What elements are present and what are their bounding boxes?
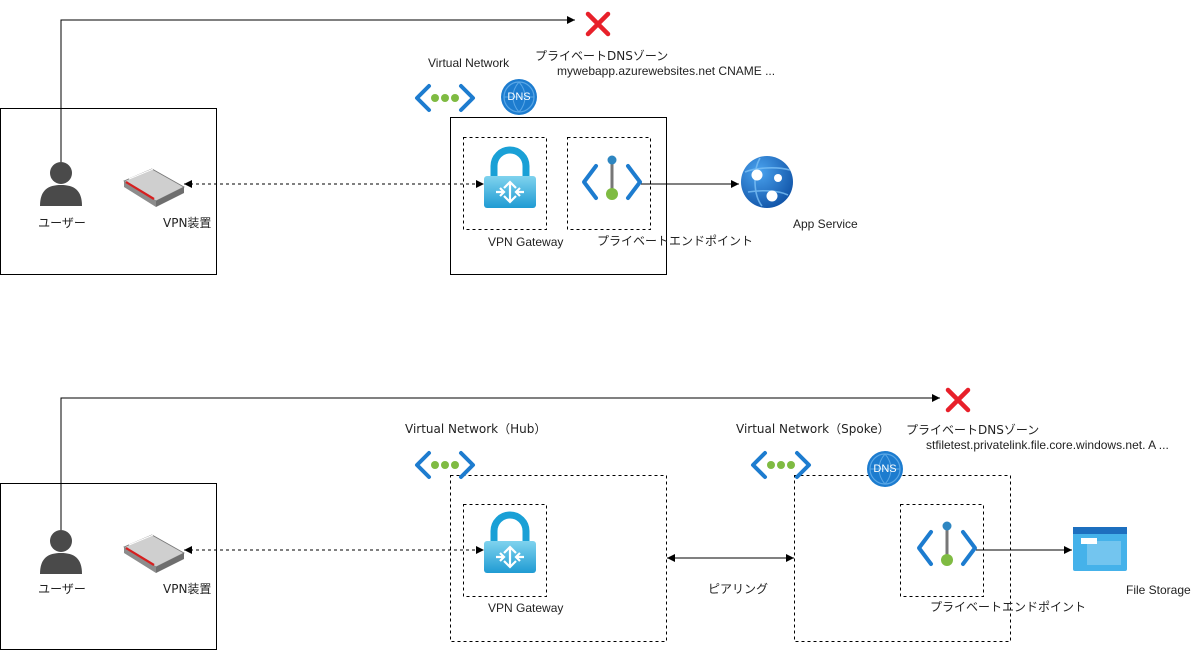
dns-zone-title: プライベートDNSゾーン	[906, 423, 1040, 437]
dns-zone-title: プライベートDNSゾーン	[535, 49, 669, 63]
private-endpoint-label: プライベートエンドポイント	[597, 234, 754, 248]
onprem-box-bottom	[0, 483, 217, 650]
onprem-box-top	[0, 108, 217, 275]
gateway-subnet-top	[463, 137, 547, 230]
virtual-network-icon	[415, 451, 475, 479]
virtual-network-icon	[751, 451, 811, 479]
router-icon	[122, 167, 186, 209]
user-icon	[40, 530, 82, 574]
dns-zone-record: mywebapp.azurewebsites.net CNAME ...	[557, 64, 776, 78]
file-storage-label: File Storage	[1126, 583, 1191, 597]
spoke-vnet-label: Virtual Network（Spoke）	[736, 422, 890, 436]
virtual-network-icon	[415, 84, 475, 112]
user-label: ユーザー	[38, 216, 86, 230]
user-icon	[40, 162, 82, 206]
private-endpoint-icon	[582, 153, 642, 202]
private-endpoint-icon	[917, 519, 977, 568]
vpn-gateway-lock-icon	[484, 515, 536, 573]
router-icon	[122, 533, 186, 575]
dns-query-path-top	[60, 16, 575, 162]
app-service-icon	[741, 156, 793, 208]
dns-zone-record: stfiletest.privatelink.file.core.windows…	[926, 438, 1169, 452]
private-endpoint-label: プライベートエンドポイント	[930, 600, 1087, 614]
vpn-device-label: VPN装置	[163, 216, 212, 230]
dns-badge-label: DNS	[507, 91, 531, 103]
file-storage-icon	[1073, 527, 1127, 571]
gateway-subnet-bottom	[463, 504, 547, 597]
cross-icon	[588, 14, 608, 34]
dns-badge-label: DNS	[873, 463, 897, 475]
vpn-gateway-lock-icon	[484, 150, 536, 208]
vpn-gateway-label: VPN Gateway	[488, 235, 564, 249]
dns-query-path-bottom	[60, 394, 940, 530]
vpn-gateway-label: VPN Gateway	[488, 601, 564, 615]
peering-label: ピアリング	[708, 582, 769, 596]
vnet-box-top	[450, 117, 667, 275]
vpn-device-label: VPN装置	[163, 582, 212, 596]
hub-vnet-box	[450, 475, 667, 642]
cross-icon	[948, 390, 968, 410]
hub-vnet-label: Virtual Network（Hub）	[405, 422, 547, 436]
vnet-label: Virtual Network	[428, 56, 510, 70]
user-label: ユーザー	[38, 582, 86, 596]
spoke-vnet-box	[794, 475, 1011, 642]
app-service-label: App Service	[793, 217, 858, 231]
